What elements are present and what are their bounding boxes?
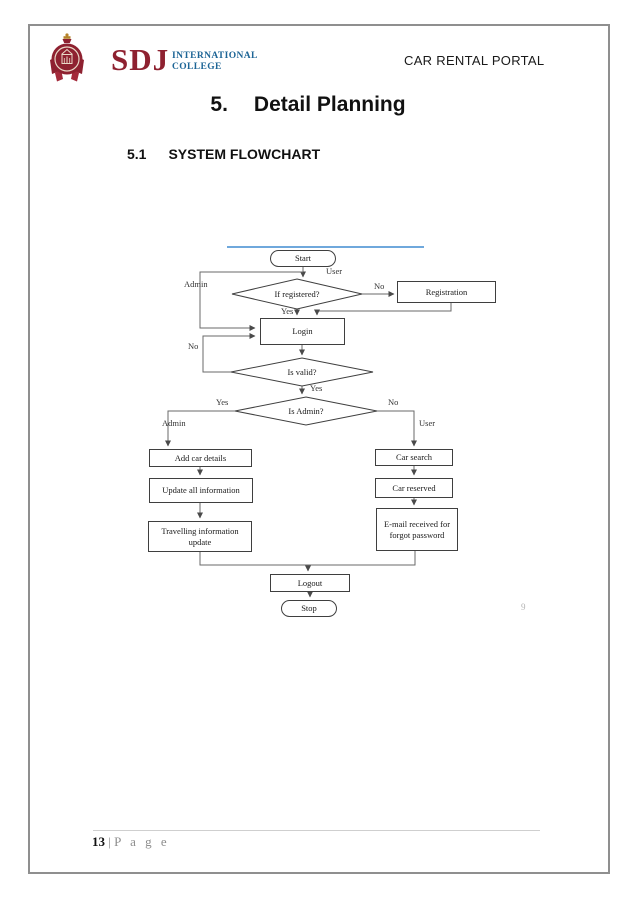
footer-divider <box>93 830 540 831</box>
node-stop: Stop <box>281 600 337 617</box>
chapter-heading: 5. Detail Planning <box>83 93 533 117</box>
edge-label-no-valid: No <box>188 341 199 351</box>
node-email-received: E-mail received for forgot password <box>376 508 458 551</box>
section-title: SYSTEM FLOWCHART <box>168 146 321 162</box>
decision-is-valid-label: Is valid? <box>287 367 317 377</box>
flowchart-connectors <box>165 267 452 598</box>
college-crest-icon <box>50 33 84 82</box>
node-update-all-information: Update all information <box>149 478 253 503</box>
node-car-search: Car search <box>375 449 453 466</box>
footer-separator: | <box>108 834 111 849</box>
decision-is-admin-label: Is Admin? <box>288 406 324 416</box>
decision-is-admin-shape <box>234 396 378 426</box>
node-email-line2: forgot password <box>389 529 445 540</box>
node-travelling-line1: Travelling information <box>161 525 239 536</box>
node-login: Login <box>260 318 345 345</box>
node-car-reserved: Car reserved <box>375 478 453 498</box>
brand-abbr: SDJ <box>111 42 170 77</box>
section-number: 5.1 <box>127 146 147 162</box>
footer-page-indicator: 13 | P a g e <box>92 834 170 850</box>
node-start: Start <box>270 250 336 267</box>
edge-label-admin-top: Admin <box>184 279 208 289</box>
edge-label-user-branch: User <box>419 418 436 428</box>
edge-label-yes-valid: Yes <box>310 383 323 393</box>
decision-if-registered-shape <box>231 278 363 310</box>
document-header-title: CAR RENTAL PORTAL <box>404 53 545 68</box>
page-border <box>28 24 610 874</box>
edge-label-no-registered: No <box>374 281 385 291</box>
brand-name-line1: INTERNATIONAL <box>172 51 258 61</box>
node-email-line1: E-mail received for <box>383 518 451 529</box>
edge-label-user-top: User <box>326 266 343 276</box>
figure-watermark-number: 9 <box>521 602 526 612</box>
edge-label-admin-branch: Admin <box>162 418 186 428</box>
section-heading: 5.1 SYSTEM FLOWCHART <box>127 146 320 162</box>
decision-if-registered-label: If registered? <box>274 289 320 299</box>
footer-page-label: P a g e <box>114 834 170 849</box>
footer-page-number: 13 <box>92 834 105 849</box>
node-travelling-line2: update <box>188 536 212 547</box>
edge-label-yes-admin: Yes <box>216 397 229 407</box>
node-logout: Logout <box>270 574 350 592</box>
decision-is-valid-shape <box>230 357 374 387</box>
edge-label-no-admin: No <box>388 397 399 407</box>
brand-name-line2: COLLEGE <box>172 62 222 72</box>
node-registration: Registration <box>397 281 496 303</box>
node-add-car-details: Add car details <box>149 449 252 467</box>
brand-name: INTERNATIONAL COLLEGE <box>172 51 258 73</box>
edge-label-yes-registered: Yes <box>281 306 294 316</box>
chapter-title: Detail Planning <box>253 93 406 116</box>
node-travelling-information-update: Travelling information update <box>148 521 252 552</box>
chapter-number: 5. <box>210 93 228 116</box>
